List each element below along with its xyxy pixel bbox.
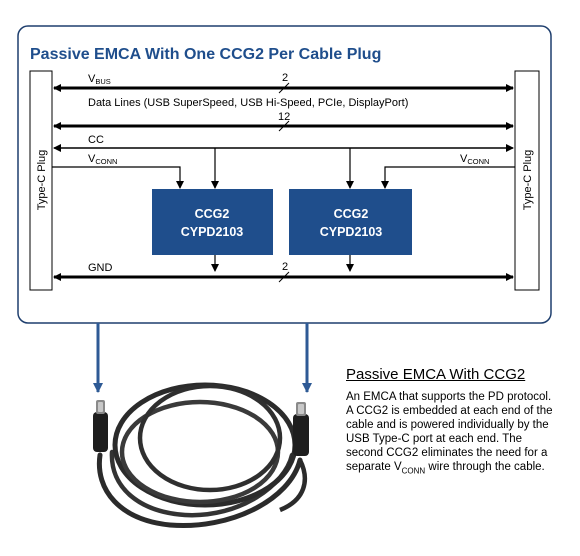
right-type-c-plug	[514, 70, 540, 291]
usb-c-cable-icon	[93, 382, 309, 529]
vconn-left-label: VCONN	[88, 153, 117, 166]
vbus-bus-slash	[278, 82, 290, 94]
left-plug-label: Type-C Plug	[36, 150, 48, 211]
description-heading: Passive EMCA With CCG2	[346, 366, 526, 383]
gnd-label: GND	[88, 262, 113, 274]
data-bus-slash	[278, 120, 290, 132]
chip-left-line2: CYPD2103	[181, 225, 244, 239]
data-lines-label: Data Lines (USB SuperSpeed, USB Hi-Speed…	[88, 97, 408, 109]
description-text: An EMCA that supports the PD protocol. A…	[346, 391, 553, 476]
cc-label: CC	[88, 134, 104, 146]
diagram-frame	[17, 25, 552, 324]
vconn-left-line	[52, 166, 184, 189]
chip-left-line1: CCG2	[195, 207, 230, 221]
ccg2-chip-right	[289, 189, 412, 255]
gnd-count: 2	[282, 261, 288, 273]
ccg2-chip-left	[152, 189, 273, 255]
data-count: 12	[278, 111, 290, 123]
description-panel: Passive EMCA With CCG2 An EMCA that supp…	[346, 366, 556, 478]
right-plug-label: Type-C Plug	[522, 150, 534, 211]
chip-right-line1: CCG2	[334, 207, 369, 221]
vbus-count: 2	[282, 72, 288, 84]
chip-right-line2: CYPD2103	[320, 225, 383, 239]
vbus-label: VBUS	[88, 73, 111, 86]
diagram-title: Passive EMCA With One CCG2 Per Cable Plu…	[30, 46, 381, 63]
gnd-bus-slash	[278, 271, 290, 283]
vconn-right-line	[381, 166, 515, 189]
vconn-right-label: VCONN	[460, 153, 489, 166]
left-type-c-plug	[29, 70, 53, 291]
